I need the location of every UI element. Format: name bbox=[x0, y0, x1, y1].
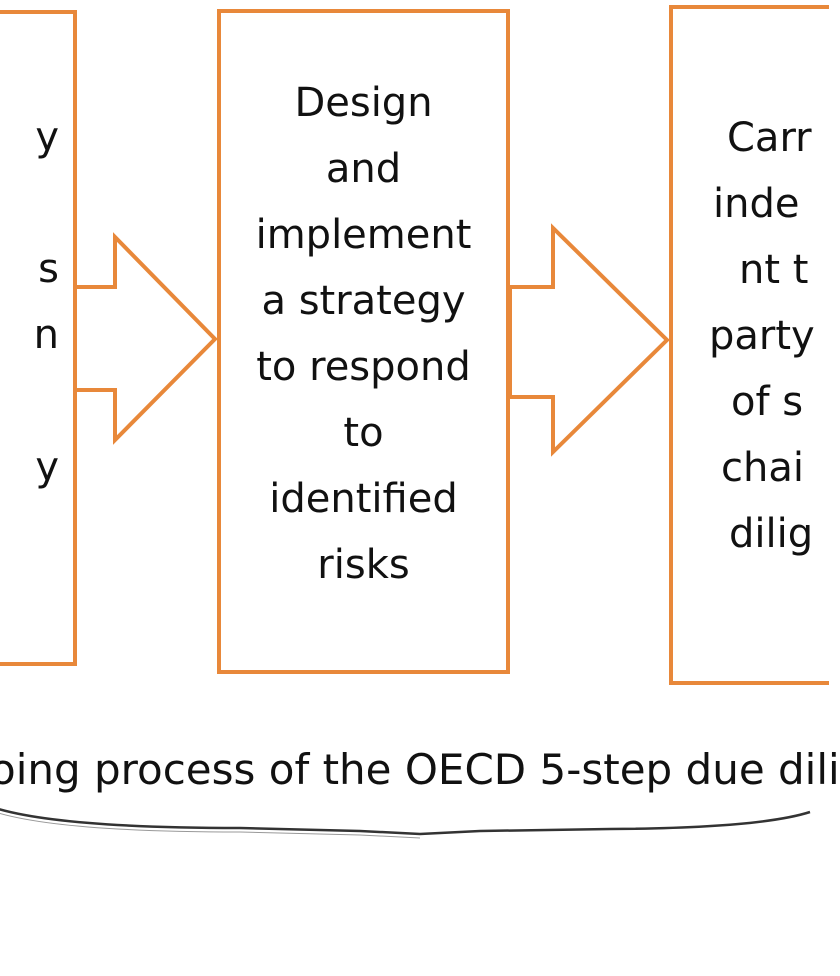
step-right-text: Carr inde nt t party of s chai dilig bbox=[673, 105, 829, 567]
step-left-line bbox=[0, 368, 73, 434]
step-middle-text: Design and implement a strategy to respo… bbox=[221, 70, 506, 598]
step-right-line: inde bbox=[713, 181, 800, 227]
step-box-right: Carr inde nt t party of s chai dilig bbox=[669, 5, 829, 685]
step-left-text: y s n y bbox=[0, 104, 73, 500]
process-caption: oing process of the OECD 5-step due dili bbox=[0, 745, 840, 794]
step-middle-line: to bbox=[343, 410, 384, 456]
arrow-middle-to-right bbox=[508, 223, 670, 457]
step-right-line: dilig bbox=[729, 511, 814, 557]
oecd-process-diagram: y s n y Design and implement a strategy … bbox=[0, 5, 840, 839]
step-left-line: n bbox=[33, 312, 59, 358]
footer-brace bbox=[0, 808, 811, 836]
step-right-line: Carr bbox=[727, 115, 812, 161]
step-left-line: y bbox=[35, 444, 59, 490]
step-left-line bbox=[0, 170, 73, 236]
step-middle-line: Design bbox=[294, 80, 433, 126]
step-middle-line: implement bbox=[255, 212, 472, 258]
step-middle-line: a strategy bbox=[261, 278, 466, 324]
step-middle-line: risks bbox=[317, 542, 410, 588]
footer-brace-shadow bbox=[0, 812, 421, 839]
step-middle-line: identified bbox=[269, 476, 458, 522]
step-right-line: nt t bbox=[739, 247, 809, 293]
step-middle-line: and bbox=[325, 146, 402, 192]
step-box-left: y s n y bbox=[0, 10, 77, 666]
step-right-line: of s bbox=[731, 379, 804, 425]
step-middle-line: to respond bbox=[256, 344, 471, 390]
step-left-line: y bbox=[35, 114, 59, 160]
step-box-middle: Design and implement a strategy to respo… bbox=[217, 9, 510, 674]
step-right-line: chai bbox=[721, 445, 804, 491]
arrow-left-to-middle bbox=[73, 232, 218, 445]
step-right-line: party bbox=[709, 313, 815, 359]
step-left-line: s bbox=[38, 246, 59, 292]
